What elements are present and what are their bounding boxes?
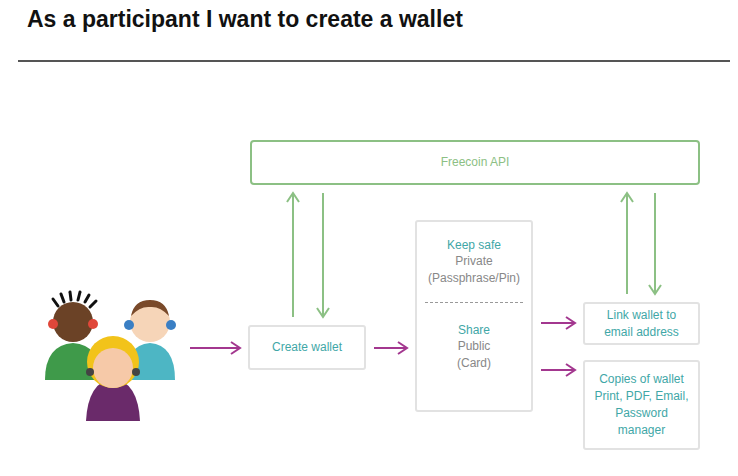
node-label: Copies of wallet Print, PDF, Email, Pass… [591, 371, 693, 439]
process-box: Copies of wallet Print, PDF, Email, Pass… [583, 360, 700, 450]
flow-arrow [541, 322, 575, 324]
node-label: Create wallet [253, 339, 361, 356]
section-body: Private (Passphrase/Pin) [419, 253, 529, 287]
page-title: As a participant I want to create a wall… [27, 6, 463, 33]
process-box: Link wallet to email address [583, 302, 700, 345]
section-body: Public (Card) [444, 338, 504, 372]
process-box: Create wallet [248, 325, 366, 370]
headphone [86, 368, 94, 376]
person-hair [131, 300, 169, 316]
keys-box: Keep safePrivate (Passphrase/Pin) SharePu… [415, 220, 533, 412]
headphone [124, 320, 134, 330]
flow-arrow [374, 347, 407, 349]
headphone [166, 320, 176, 330]
headphone [132, 368, 140, 376]
flow-arrow [541, 369, 575, 371]
headphone [48, 319, 58, 329]
person-head [53, 302, 93, 342]
flow-arrow [322, 193, 324, 317]
flow-arrow [292, 193, 294, 317]
node-label: Link wallet to email address [592, 307, 692, 341]
section-heading: Keep safe [420, 237, 528, 254]
flow-arrow [654, 193, 656, 294]
person-head [93, 348, 133, 388]
participant-arrow [190, 347, 240, 349]
section-heading: Share [420, 322, 528, 339]
section-divider [425, 302, 523, 303]
flow-arrow [626, 193, 628, 294]
title-rule [18, 60, 730, 62]
headphone [88, 319, 98, 329]
node-label: Freecoin API [260, 154, 690, 171]
api-box: Freecoin API [250, 140, 700, 185]
participants-illustration [45, 292, 176, 421]
person-hair [87, 336, 139, 388]
